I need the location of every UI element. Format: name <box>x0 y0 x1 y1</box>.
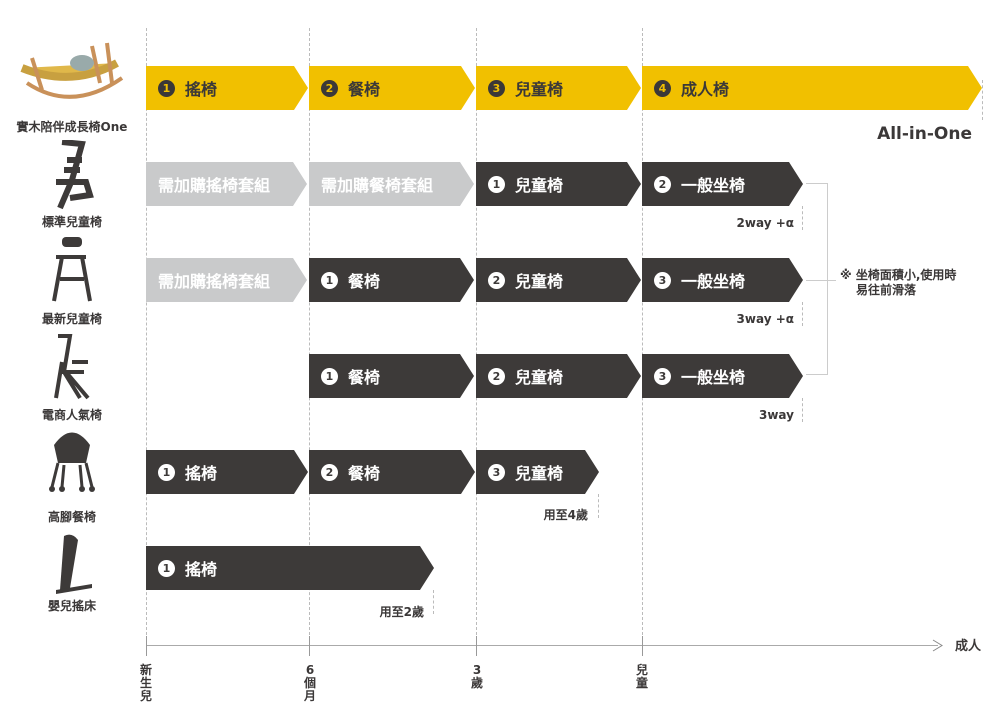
step-number-icon: 4 <box>654 80 671 97</box>
stage-label: 一般坐椅 <box>681 272 746 291</box>
sublabel-3way: 3way <box>759 408 794 422</box>
stage-bar: 1 餐椅 <box>309 354 474 398</box>
tail <box>802 398 803 422</box>
stage-label: 餐椅 <box>348 368 381 387</box>
product-name: 嬰兒搖床 <box>47 599 96 613</box>
wooden-rocker-chair-icon <box>20 38 124 99</box>
gridline-3-years <box>476 28 477 640</box>
stage-bar: 2 餐椅 <box>309 450 475 494</box>
stage-bar: 2 兒童椅 <box>476 354 641 398</box>
gridline-child <box>642 28 643 640</box>
product-name: 電商人氣椅 <box>41 408 102 422</box>
note-line-2: 易往前滑落 <box>856 283 917 297</box>
stage-label: 兒童椅 <box>515 176 564 195</box>
new-child-chair-icon <box>42 235 102 302</box>
stage-label: 兒童椅 <box>515 272 564 291</box>
tail <box>802 206 803 230</box>
stage-bar: 2 兒童椅 <box>476 258 641 302</box>
stage-bar: 4 成人椅 <box>642 66 982 110</box>
stage-bar: 3 兒童椅 <box>476 66 641 110</box>
note-text: ※ 坐椅面積小,使用時 易往前滑落 <box>840 268 956 298</box>
gridline-6-months <box>309 28 310 640</box>
note-line-1: ※ 坐椅面積小,使用時 <box>840 268 957 282</box>
stage-label: 成人椅 <box>681 80 730 99</box>
stage-bar: 需加購餐椅套組 <box>309 162 474 206</box>
stage-label: 搖椅 <box>185 464 218 483</box>
sublabel-3way-plus: 3way +α <box>736 312 794 326</box>
step-number-icon: 1 <box>158 560 175 577</box>
stage-bar: 1 搖椅 <box>146 66 308 110</box>
note-connector <box>806 280 836 281</box>
product-name: 最新兒童椅 <box>41 312 102 326</box>
stage-bar: 3 一般坐椅 <box>642 354 803 398</box>
step-number-icon: 1 <box>158 464 175 481</box>
ecommerce-chair-icon <box>42 332 102 400</box>
stage-bar: 1 搖椅 <box>146 546 434 590</box>
step-number-icon: 2 <box>488 368 505 385</box>
stage-label: 兒童椅 <box>515 464 564 483</box>
tick-label-6-months: 6個月 <box>304 663 317 703</box>
step-number-icon: 1 <box>488 176 505 193</box>
stage-bar: 1 兒童椅 <box>476 162 641 206</box>
standard-child-chair-icon <box>42 139 102 210</box>
step-number-icon: 3 <box>488 464 505 481</box>
tail <box>433 590 434 614</box>
tail <box>802 302 803 326</box>
stage-bar: 1 搖椅 <box>146 450 308 494</box>
stage-label: 搖椅 <box>185 80 218 99</box>
step-number-icon: 3 <box>654 272 671 289</box>
stage-bar: 需加購搖椅套組 <box>146 258 307 302</box>
step-number-icon: 1 <box>321 368 338 385</box>
tail <box>598 494 599 518</box>
note-bracket <box>806 183 828 375</box>
high-chair-icon <box>42 425 102 492</box>
sublabel-until-4: 用至4歲 <box>543 508 588 522</box>
axis-arrow-icon <box>932 639 943 652</box>
stage-label: 需加購搖椅套組 <box>158 272 271 291</box>
tick-label-3-years: 3歲 <box>471 663 484 690</box>
step-number-icon: 2 <box>321 80 338 97</box>
gridline-newborn <box>146 28 147 640</box>
stage-bar: 3 一般坐椅 <box>642 258 803 302</box>
step-number-icon: 2 <box>321 464 338 481</box>
step-number-icon: 2 <box>654 176 671 193</box>
step-number-icon: 1 <box>158 80 175 97</box>
stage-bar: 需加購搖椅套組 <box>146 162 307 206</box>
stage-label: 餐椅 <box>348 464 381 483</box>
baby-bouncer-icon <box>42 532 102 594</box>
stage-label: 一般坐椅 <box>681 176 746 195</box>
stage-label: 搖椅 <box>185 560 218 579</box>
tick <box>309 636 310 656</box>
product-name: 高腳餐椅 <box>47 510 96 524</box>
step-number-icon: 1 <box>321 272 338 289</box>
product-name: 標準兒童椅 <box>41 215 102 229</box>
tick-label-child: 兒童 <box>636 663 649 690</box>
stage-bar: 2 一般坐椅 <box>642 162 803 206</box>
stage-label: 餐椅 <box>348 272 381 291</box>
tick <box>642 636 643 656</box>
step-number-icon: 3 <box>654 368 671 385</box>
age-axis <box>146 645 938 646</box>
tick <box>476 636 477 656</box>
stage-label: 兒童椅 <box>515 368 564 387</box>
tick <box>146 636 147 656</box>
sublabel-2way: 2way +α <box>736 216 794 230</box>
stage-label: 需加購餐椅套組 <box>321 176 434 195</box>
tick-label-newborn: 新生兒 <box>140 663 153 703</box>
product-name: 實木陪伴成長椅One <box>16 120 128 134</box>
stage-bar: 3 兒童椅 <box>476 450 599 494</box>
sublabel-until-2: 用至2歲 <box>379 605 424 619</box>
gridline-adult <box>982 80 983 120</box>
stage-label: 兒童椅 <box>515 80 564 99</box>
stage-label: 餐椅 <box>348 80 381 99</box>
axis-end-label: 成人 <box>955 639 982 654</box>
step-number-icon: 2 <box>488 272 505 289</box>
stage-label: 需加購搖椅套組 <box>158 176 271 195</box>
stage-label: 一般坐椅 <box>681 368 746 387</box>
all-in-one-label: All-in-One <box>877 124 972 144</box>
stage-bar: 2 餐椅 <box>309 66 475 110</box>
step-number-icon: 3 <box>488 80 505 97</box>
stage-bar: 1 餐椅 <box>309 258 474 302</box>
